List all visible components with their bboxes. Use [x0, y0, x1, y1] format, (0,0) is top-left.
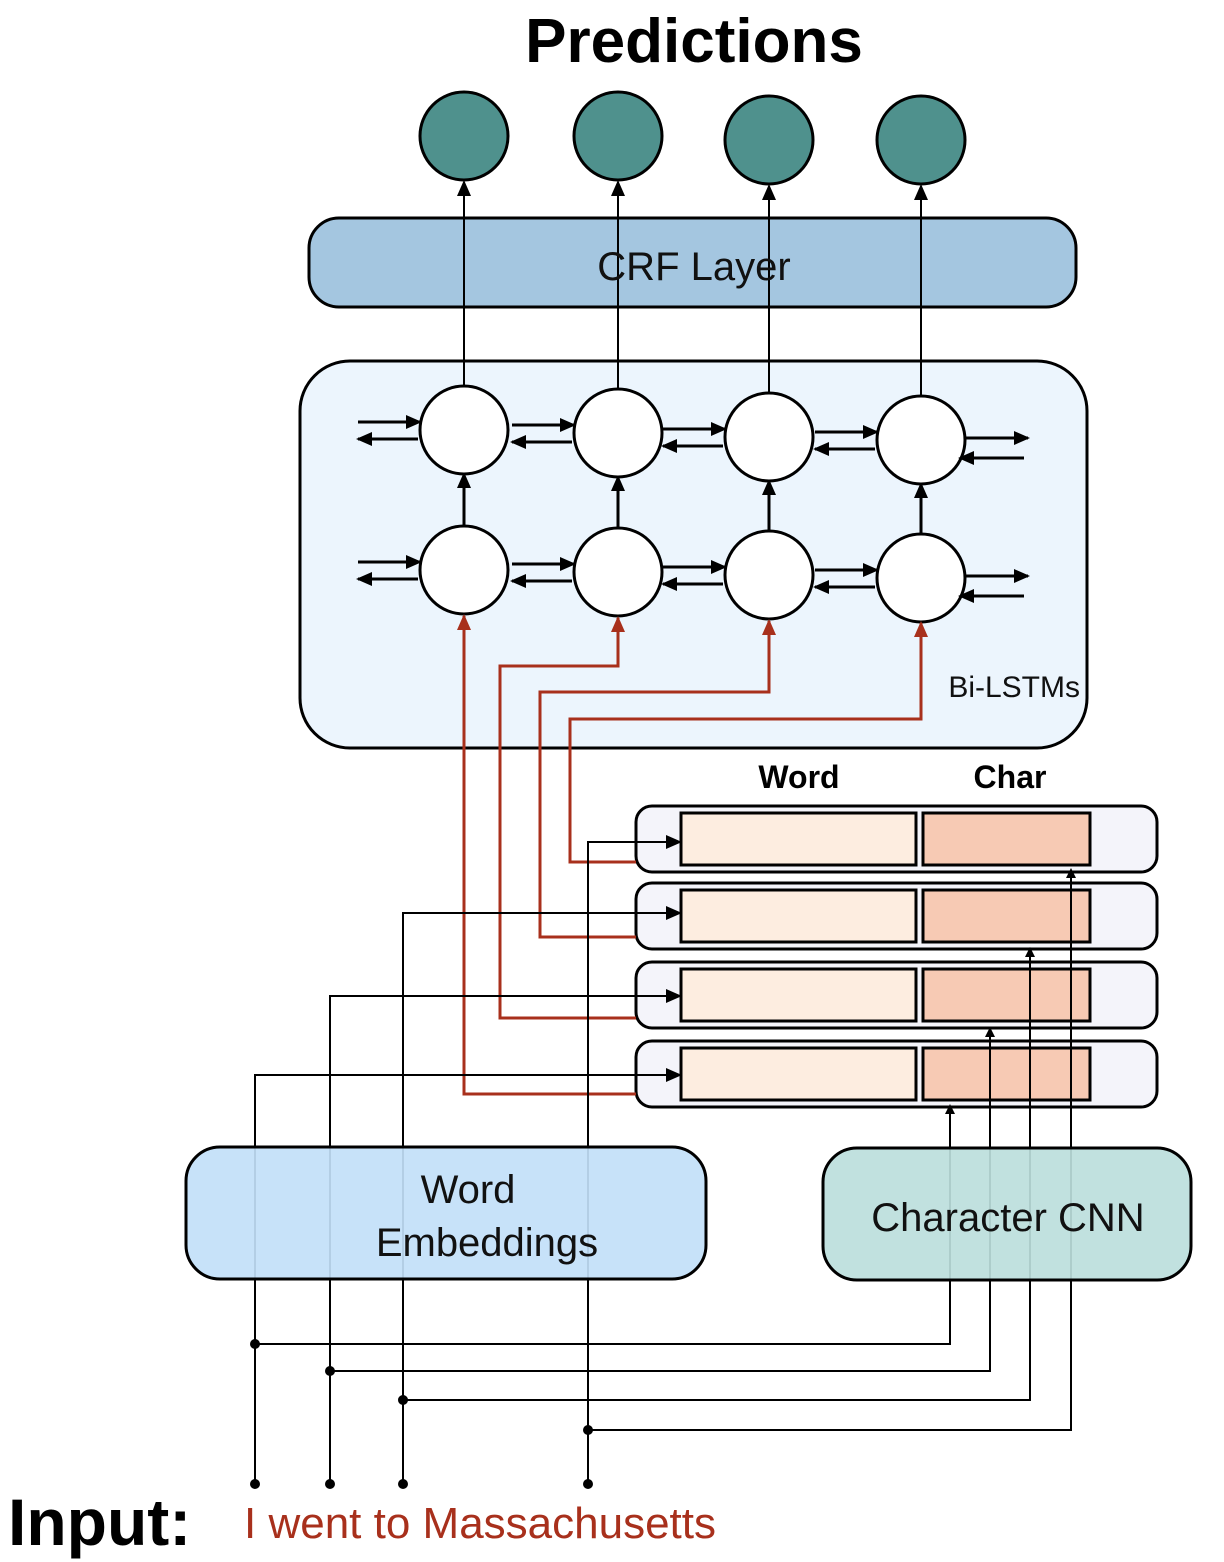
char-word-to-lstm-connection	[568, 621, 928, 864]
input-sentence: I went to Massachusetts	[244, 1499, 716, 1548]
word-column-header: Word	[758, 759, 839, 795]
crf-label: CRF Layer	[597, 245, 790, 289]
char-cnn-connection	[588, 868, 1076, 1431]
lstm-cell-upper	[572, 387, 664, 479]
word-embeddings-label-line1: Word	[421, 1168, 516, 1212]
prediction-node	[723, 94, 815, 186]
token-anchor-dot	[398, 1479, 408, 1489]
char-word-to-lstm-connection	[457, 614, 636, 1096]
lstm-cell-lower	[723, 529, 815, 621]
predictions-title: Predictions	[525, 7, 863, 76]
word-vector-cell	[679, 811, 918, 867]
character-cnn-layer	[821, 1146, 1193, 1282]
crf-layer	[307, 216, 1078, 309]
char-vector-cell	[921, 1046, 1092, 1102]
lstm-cell-lower	[875, 532, 967, 624]
char-word-to-lstm-connection	[498, 616, 636, 1020]
character-cnn-label: Character CNN	[871, 1196, 1144, 1240]
word-vector-cell	[679, 888, 918, 944]
lstm-cell-upper	[723, 391, 815, 483]
char-vector-cell	[921, 811, 1092, 867]
char-word-to-lstm-connection	[538, 619, 776, 939]
token-anchor-dot	[250, 1479, 260, 1489]
word-embedding-connection	[329, 989, 682, 1484]
lstm-cell-lower	[572, 526, 664, 618]
junction-dot	[250, 1339, 260, 1349]
prediction-node	[418, 90, 510, 182]
word-embeddings-label-line2: Embeddings	[376, 1221, 598, 1265]
junction-dot	[325, 1366, 335, 1376]
lstm-cell-upper	[418, 384, 510, 476]
word-embeddings-layer	[184, 1145, 708, 1281]
lstm-cell-lower	[418, 524, 510, 616]
input-label: Input:	[8, 1485, 191, 1559]
char-vector-cell	[921, 888, 1092, 944]
char-column-header: Char	[974, 759, 1047, 795]
prediction-node	[572, 90, 664, 182]
word-vector-cell	[679, 967, 918, 1023]
char-cnn-connection	[330, 1027, 995, 1372]
lstm-cell-upper	[875, 394, 967, 486]
bilstm-label: Bi-LSTMs	[948, 671, 1080, 704]
char-vector-cell	[921, 967, 1092, 1023]
char-cnn-connection	[403, 947, 1035, 1401]
junction-dot	[583, 1425, 593, 1435]
word-vector-cell	[679, 1046, 918, 1102]
junction-dot	[398, 1395, 408, 1405]
token-anchor-dot	[325, 1479, 335, 1489]
token-anchor-dot	[583, 1479, 593, 1489]
prediction-node	[875, 94, 967, 186]
